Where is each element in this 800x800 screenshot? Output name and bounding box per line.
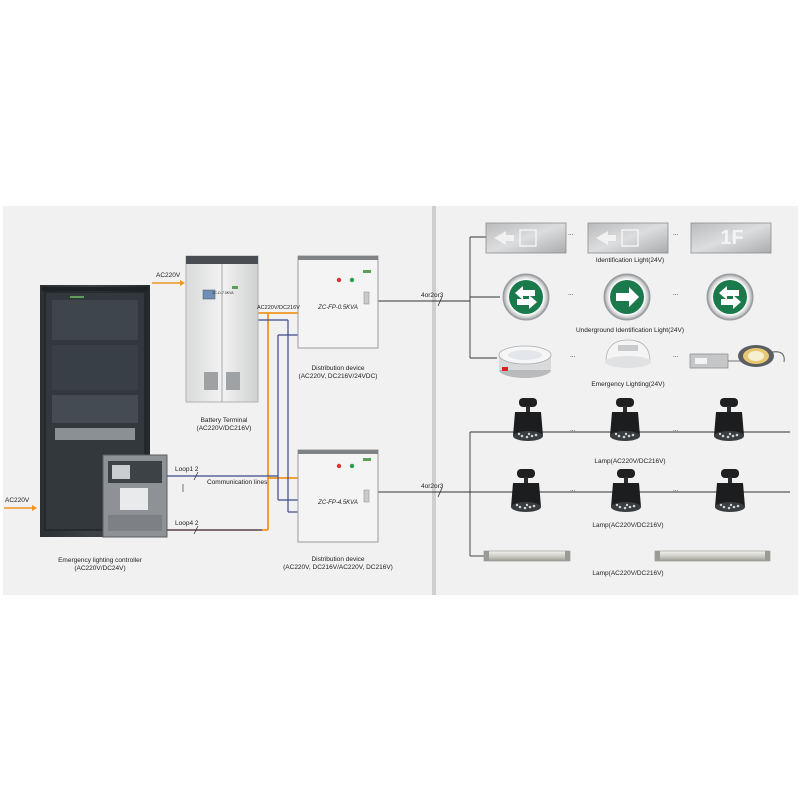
ellipsis-ug-1: ... (568, 290, 574, 297)
ellipsis-ug-2: ... (673, 290, 679, 297)
emergency-downlight (738, 345, 785, 367)
dist-top-model: ZC-FP-0.5KVA (318, 305, 358, 311)
ac-main-label: AC220V (5, 497, 30, 504)
lamp-row1-caption: Lamp(AC220V/DC216V) (594, 458, 666, 465)
controller-caption: Emergency lighting controller(AC220V/DC2… (58, 557, 142, 572)
id-light-1 (485, 222, 567, 254)
emergency-driver (689, 353, 742, 369)
comm-lines (166, 319, 300, 531)
panel-divider (432, 206, 436, 595)
exit-sign-1 (502, 273, 550, 321)
ellipsis-id-1: ... (568, 230, 574, 237)
ac-battery-label: AC220V (156, 272, 181, 279)
dist-top-caption: Distribution device(AC220V, DC216V/24VDC… (298, 365, 378, 380)
ellipsis-em-1: ... (570, 352, 576, 359)
ellipsis-em-2: ... (673, 352, 679, 359)
ellipsis-l1-1: ... (570, 426, 576, 433)
tube-lamp-1 (483, 550, 571, 562)
battery-cabinet (185, 255, 259, 403)
ellipsis-l2-1: ... (570, 486, 576, 493)
dist-bottom-caption: Distribution device(AC220V, DC216V/AC220… (283, 556, 393, 571)
id-sign-1f: 1F (720, 227, 744, 249)
controller-front-panel (102, 454, 168, 538)
ellipsis-id-2: ... (673, 230, 679, 237)
branch-top-label: 4or2or3 (421, 292, 444, 299)
exit-sign-3 (706, 273, 754, 321)
branch-bottom-label: 4or2or3 (421, 483, 444, 490)
underground-caption: Underground Identification Light(24V) (575, 327, 685, 334)
loop1-label: Loop1 2 (175, 466, 199, 473)
battery-panel-text: ZC-D-7.0KVA (212, 291, 234, 295)
lamp-row3-caption: Lamp(AC220V/DC216V) (592, 570, 664, 577)
id-light-3 (690, 222, 772, 254)
emergency-light-round (498, 345, 552, 378)
exit-sign-2 (603, 273, 651, 321)
controller-cabinet (40, 285, 150, 537)
dc-bus-label: AC220V/DC216V (257, 305, 300, 311)
lamp-row2-caption: Lamp(AC220V/DC216V) (592, 522, 664, 529)
emergency-caption: Emergency Lighting(24V) (591, 381, 665, 388)
identification-caption: Identification Light(24V) (595, 257, 665, 264)
communication-label: Communication lines (207, 479, 268, 486)
id-light-2 (587, 222, 669, 254)
dist-bottom-box (297, 449, 379, 543)
dist-bottom-model: ZC-FP-4.5KVA (318, 500, 358, 506)
ellipsis-l2-2: ... (673, 486, 679, 493)
tube-lamp-2 (654, 550, 771, 562)
dist-top-box (297, 255, 379, 349)
ellipsis-l1-2: ... (673, 426, 679, 433)
emergency-light-dome (605, 339, 651, 368)
loop4-label: Loop4 2 (175, 520, 199, 527)
battery-caption: Battery Terminal(AC220V/DC216V) (196, 417, 252, 432)
